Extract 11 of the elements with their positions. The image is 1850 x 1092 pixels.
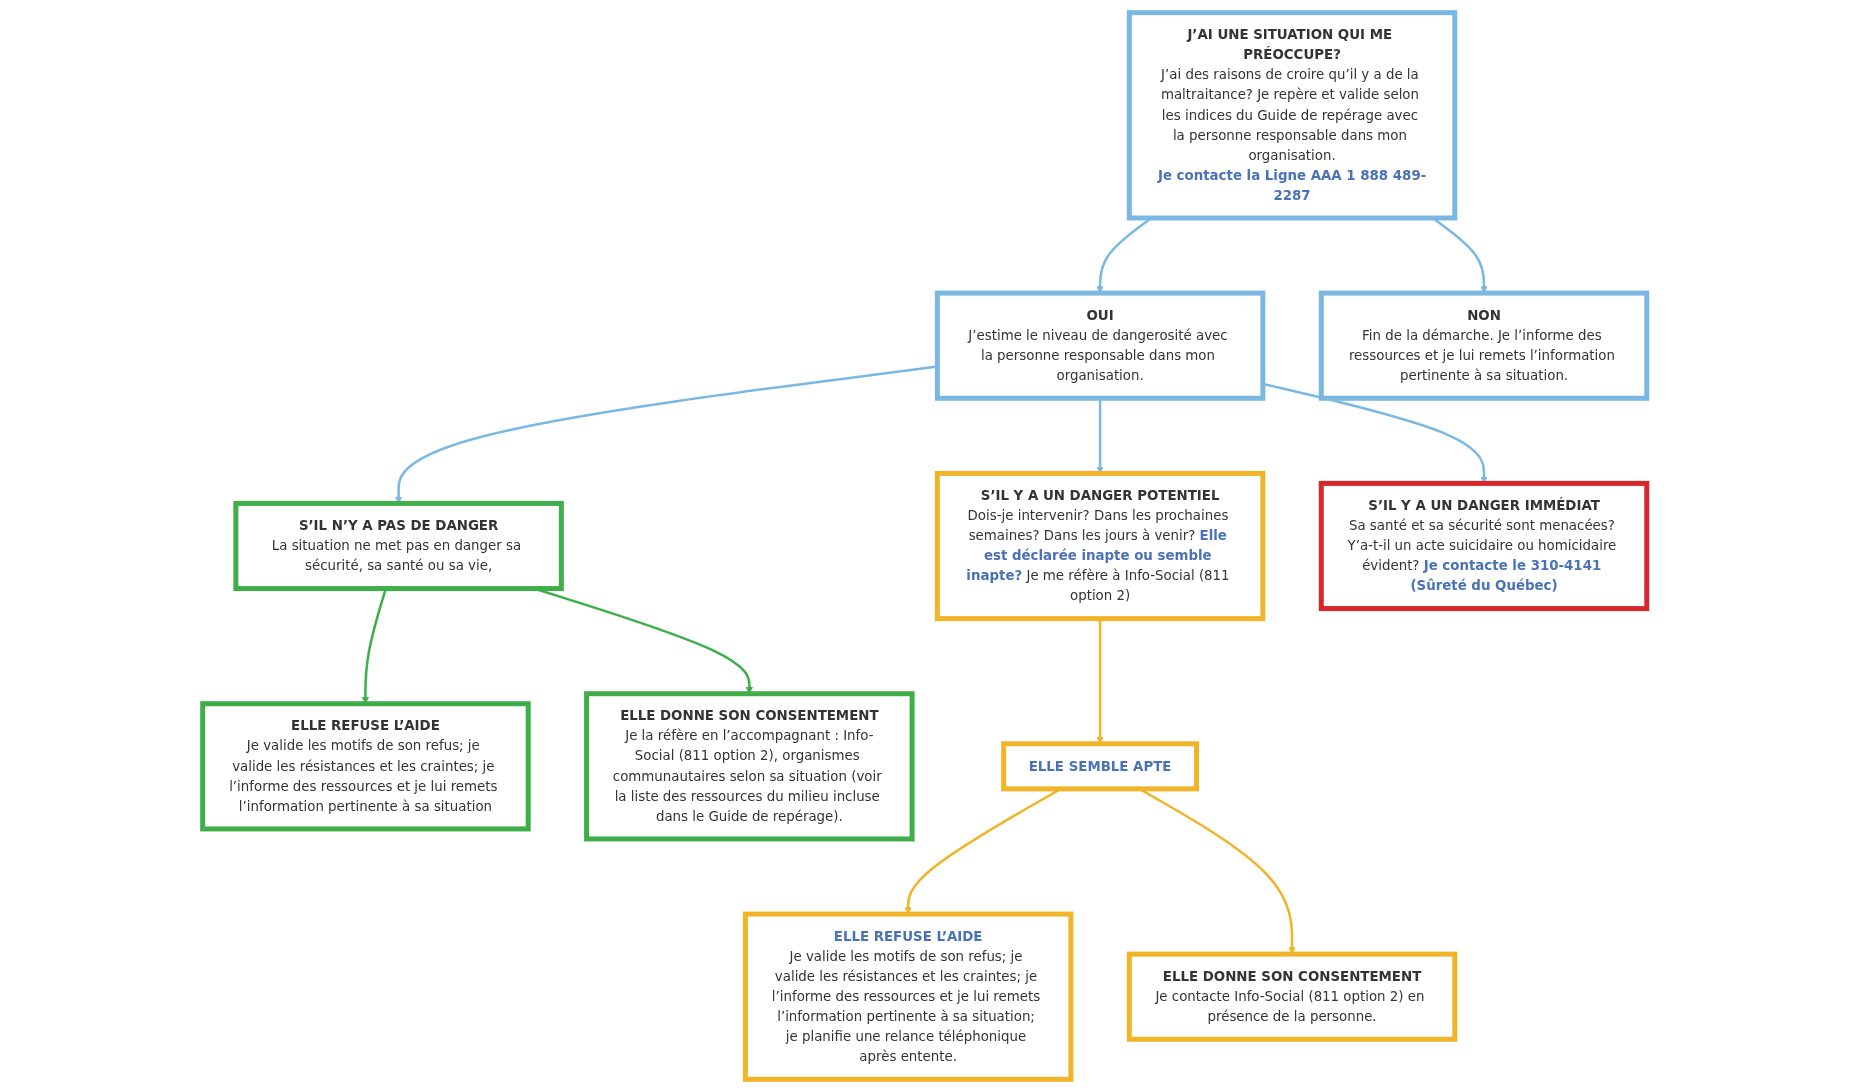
node-box: S’IL Y A UN DANGER IMMÉDIAT Sa santé et sa sécurité sont menacées? Y’a-t-il un acte suicidaire ou homicidaire évident? Je contacte le 310-4141 (Sûreté du Québec) xyxy=(1319,480,1650,612)
node-box: ELLE DONNE SON CONSENTEMENT Je contacte Info-Social (811 option 2) en présence de la personne. xyxy=(1127,951,1458,1042)
node-box: S’IL N’Y A PAS DE DANGER La situation ne met pas en danger sa sécurité, sa santé ou sa vie, xyxy=(233,500,565,592)
node-box: S’IL Y A UN DANGER POTENTIEL Dois-je intervenir? Dans les prochaines semaines? Dans les jours à venir? Elle est déclarée inapte ou semble inapte? Je me réfère à Info-Social (811 option 2) xyxy=(935,470,1266,622)
node-box: ELLE DONNE SON CONSENTEMENT Je la réfère en l’accompagnant : Info-Social (811 option 2), organismes communautaires selon sa situation (voir la liste des ressources du milieu incluse dans le Guide de repérage). xyxy=(584,691,915,842)
node-box: ELLE REFUSE L’AIDE Je valide les motifs de son refus; je valide les résistances et les craintes; je l’informe des ressources et je lui remets l’information pertinente à sa situation; je planifie une relance téléphonique après entente. xyxy=(743,911,1074,1082)
node-box: NON Fin de la démarche. Je l’informe des ressources et je lui remets l’information pertinente à sa situation. xyxy=(1319,290,1650,401)
node-box: J’AI UNE SITUATION QUI ME PRÉOCCUPE? J’ai des raisons de croire qu’il y a de la maltraitance? Je repère et valide selon les indices du Guide de repérage avec la personne responsable dans mon organisation. Je contacte la Ligne AAA 1 888 489-2287 xyxy=(1127,10,1458,221)
node-box: ELLE SEMBLE APTE xyxy=(1001,741,1200,792)
node-box: OUI J’estime le niveau de dangerosité avec la personne responsable dans mon organisation. xyxy=(935,290,1266,401)
node-box: ELLE REFUSE L’AIDE Je valide les motifs de son refus; je valide les résistances et les craintes; je l’informe des ressources et je lui remets l’information pertinente à sa situation xyxy=(200,701,531,832)
